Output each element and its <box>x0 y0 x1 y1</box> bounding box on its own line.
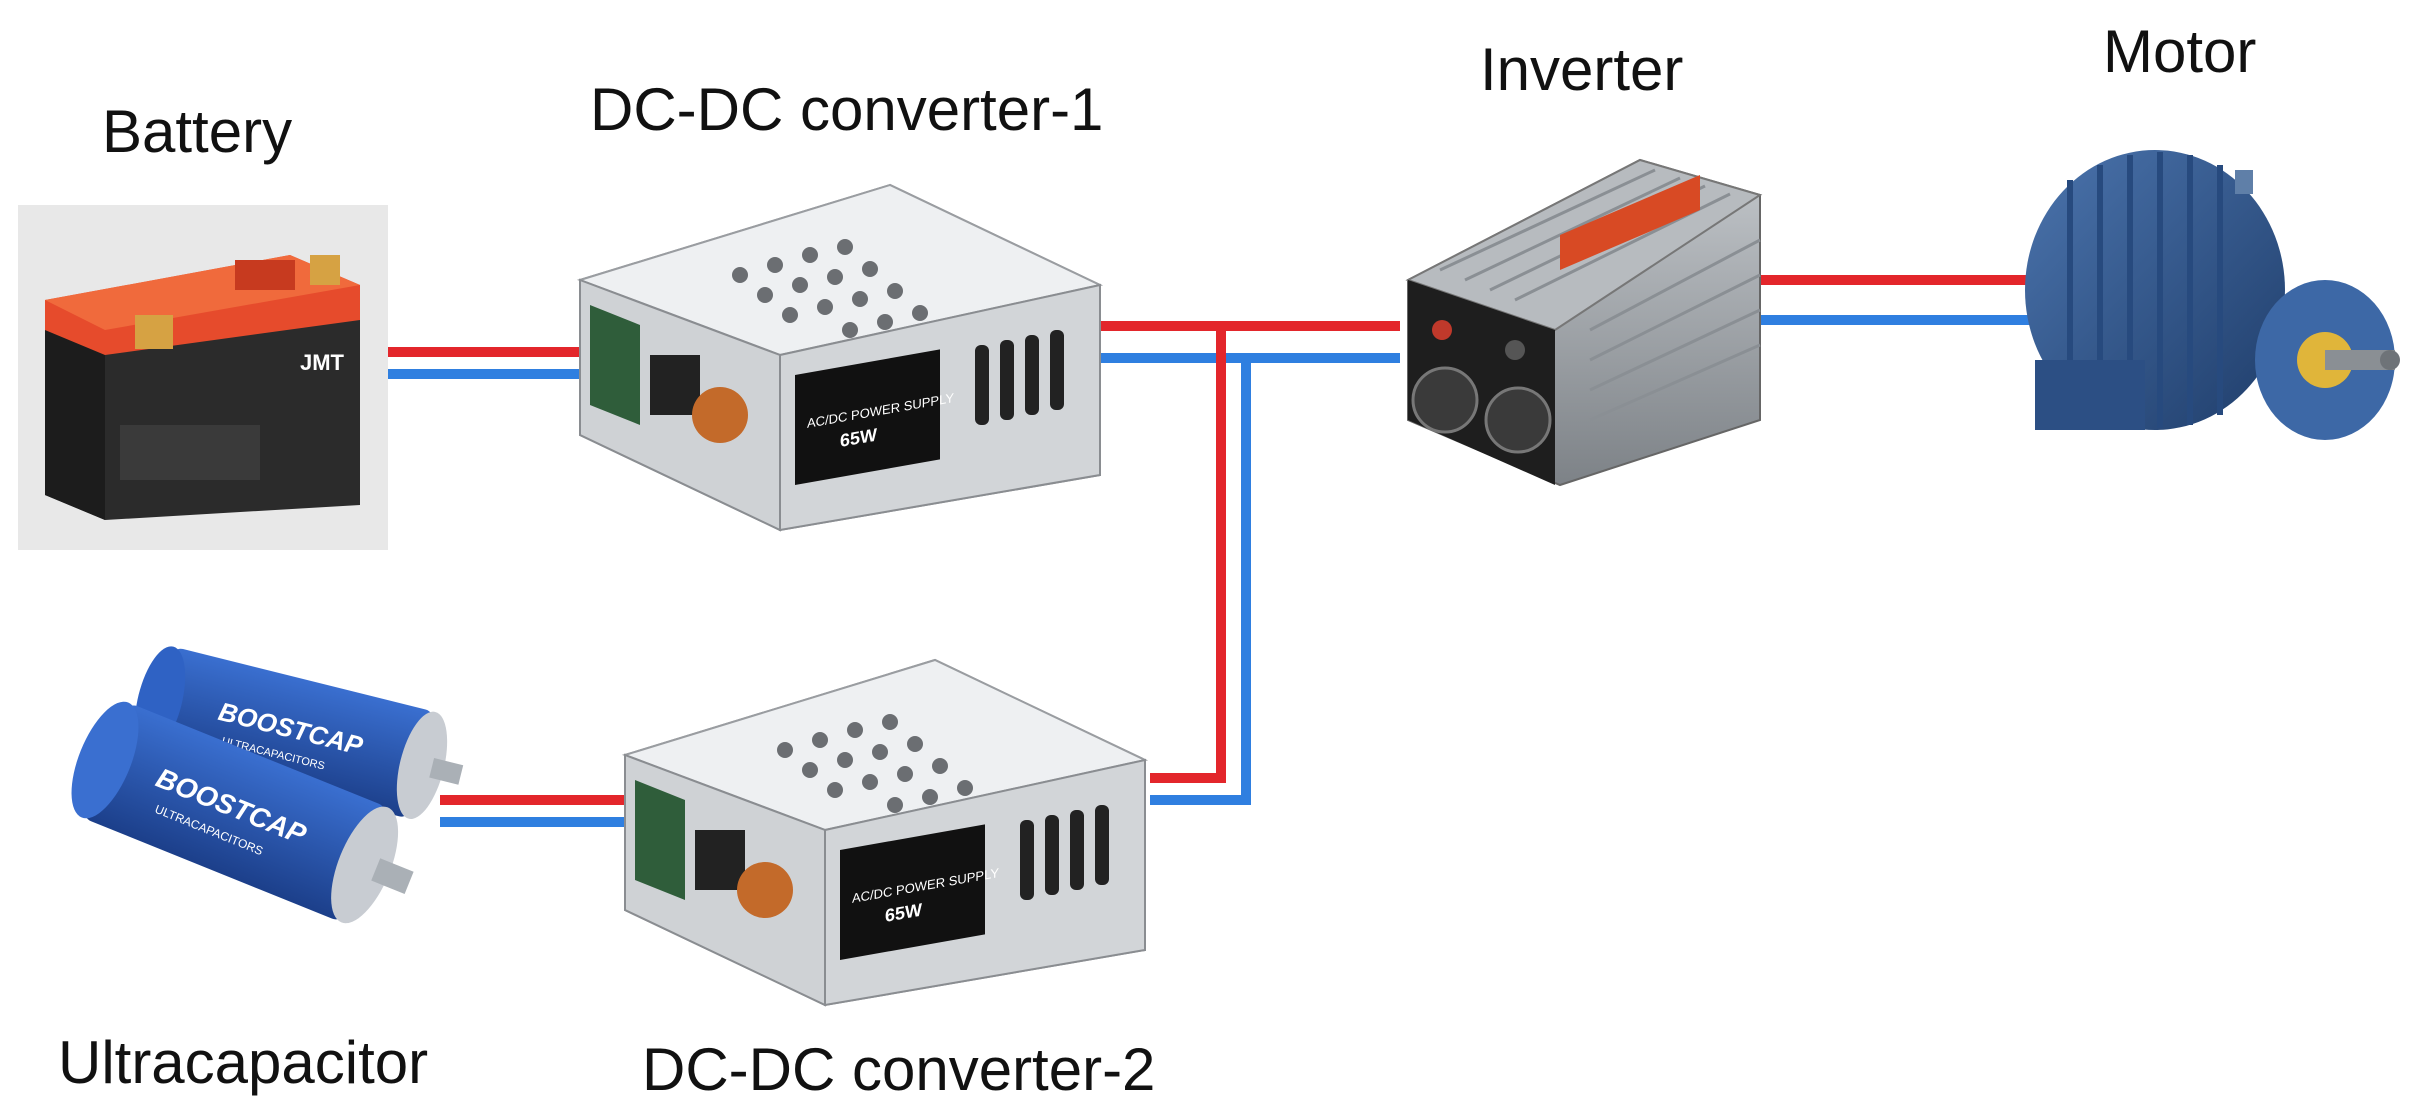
motor-label: Motor <box>2103 18 2257 85</box>
motor-image <box>2025 150 2400 440</box>
dc-dc-converter-2-label: DC-DC converter-2 <box>642 1036 1156 1103</box>
dc-dc-converter-1-image: AC/DC POWER SUPPLY 65W <box>576 183 1104 532</box>
inverter-label: Inverter <box>1480 36 1684 103</box>
battery-label: Battery <box>102 98 293 165</box>
battery-image: JMT <box>18 205 388 550</box>
dc-dc-converter-1-label: DC-DC converter-1 <box>590 76 1104 143</box>
ultracapacitor-label: Ultracapacitor <box>58 1029 429 1096</box>
ultracapacitor-image: BOOSTCAP ULTRACAPACITORS BOOSTCAP ULTRAC… <box>71 646 464 924</box>
wires <box>385 275 2030 827</box>
dc-dc-converter-2-image: AC/DC POWER SUPPLY 65W <box>621 658 1149 1007</box>
inverter-image <box>1405 158 1763 487</box>
battery-brand: JMT <box>300 350 345 375</box>
